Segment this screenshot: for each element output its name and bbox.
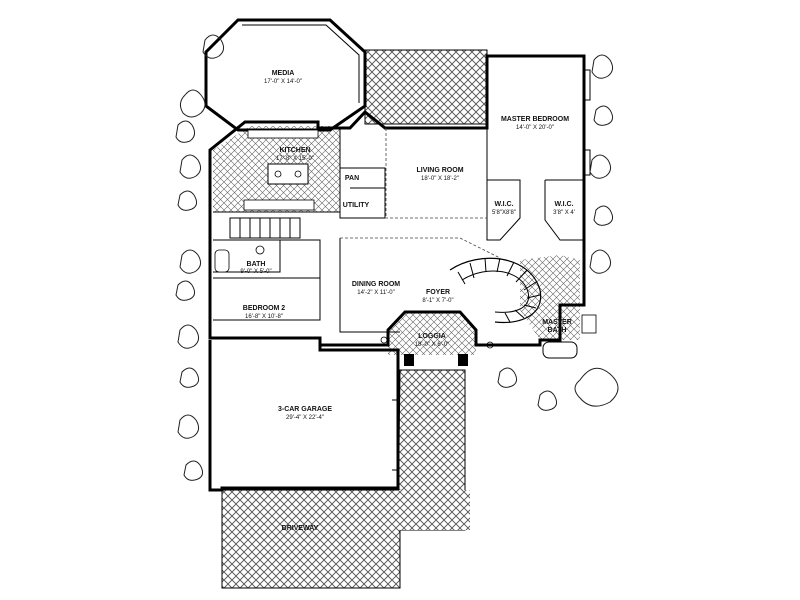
garage-label: 3-CAR GARAGE (278, 406, 332, 413)
media-label: MEDIA (272, 70, 295, 77)
living-room-dims: 18'-0" X 18'-2" (421, 176, 459, 182)
loggia-dims: 18'-0" X 6'-0" (415, 342, 450, 348)
master-bedroom-dims: 14'-0" X 20'-0" (516, 125, 554, 131)
pan-label: PAN (345, 175, 359, 182)
kitchen-label: KITCHEN (279, 147, 310, 154)
bedroom2-dims: 16'-8" X 10'-8" (245, 314, 283, 320)
driveway-extension (398, 490, 470, 530)
driveway-label: DRIVEWAY (282, 525, 319, 532)
foyer-label: FOYER (426, 289, 450, 296)
dining-room-label: DINING ROOM (352, 281, 400, 288)
exterior-walls (208, 54, 586, 347)
kitchen-island (267, 163, 309, 185)
garage-dims: 29'-4" X 22'-4" (286, 415, 324, 421)
wic-right-label: W.I.C. (554, 201, 573, 208)
bath-dims: 9'-0" X 5'-0" (240, 269, 271, 275)
utility-label: UTILITY (343, 202, 370, 209)
media-dims: 17'-0" X 14'-0" (264, 79, 302, 85)
wic-right-dims: 3'8" X 4' (553, 210, 575, 216)
dining-room-dims: 14'-2" X 11'-0" (357, 290, 394, 296)
bath-label: BATH (247, 261, 266, 268)
bedroom2-label: BEDROOM 2 (243, 305, 286, 312)
master-bath-tile (520, 255, 580, 340)
master-bath-label-1: MASTER (542, 319, 572, 326)
loggia-label: LOGGIA (418, 333, 446, 340)
wic-left-dims: 5'8"X8'8" (492, 210, 516, 216)
spiral-staircase (449, 257, 542, 324)
landscaping-trees (175, 34, 619, 481)
loggia-tile (388, 312, 476, 355)
foyer-dims: 8'-1" X 7'-0" (422, 298, 453, 304)
garage-walls (208, 338, 400, 492)
kitchen-dims: 17'-8" X 15'-0" (276, 156, 314, 162)
wic-left-label: W.I.C. (494, 201, 513, 208)
living-room-label: LIVING ROOM (416, 167, 463, 174)
master-bath-label-2: BATH (548, 327, 567, 334)
driveway-paving (221, 489, 401, 589)
terrace-paving (364, 49, 488, 125)
service-stairs (229, 217, 301, 239)
media-room-walls (204, 18, 367, 132)
master-bedroom-label: MASTER BEDROOM (501, 116, 569, 123)
